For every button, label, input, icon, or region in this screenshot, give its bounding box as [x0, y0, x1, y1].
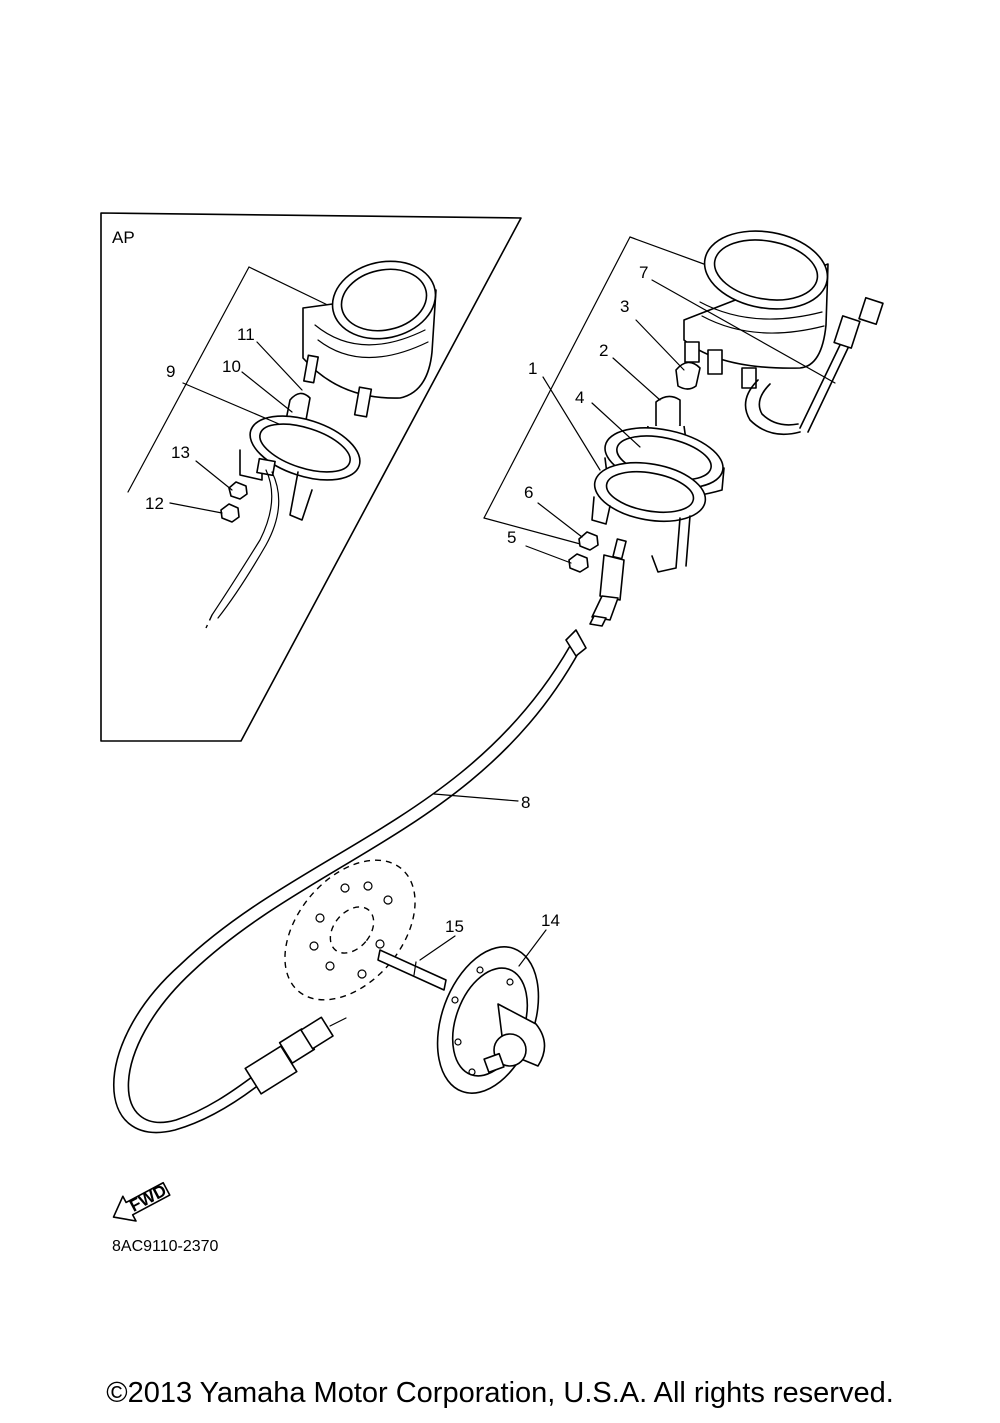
speedometer-cable	[112, 629, 587, 1134]
callout-1: 1	[528, 359, 537, 378]
fwd-label: FWD	[126, 1181, 169, 1216]
callout-2: 2	[599, 341, 608, 360]
fwd-arrow-icon: FWD	[112, 1181, 171, 1222]
callout-labels: 1 2 3 4 5 6 7 8 9 10 11 12 13 14 15	[145, 263, 648, 936]
main-meter-assembly	[483, 230, 884, 627]
callout-7: 7	[639, 263, 648, 282]
callout-leaders	[169, 279, 836, 967]
callout-9: 9	[166, 362, 175, 381]
callout-13: 13	[171, 443, 190, 462]
callout-15: 15	[445, 917, 464, 936]
callout-10: 10	[222, 357, 241, 376]
callout-14: 14	[541, 911, 560, 930]
ap-inset-frame: AP	[100, 212, 522, 742]
callout-4: 4	[575, 388, 584, 407]
callout-11: 11	[237, 325, 255, 344]
drive-gear-assembly	[284, 859, 546, 1094]
copyright-notice: ©2013 Yamaha Motor Corporation, U.S.A. A…	[106, 1377, 894, 1409]
callout-6: 6	[524, 483, 533, 502]
callout-12: 12	[145, 494, 164, 513]
inset-label-ap: AP	[112, 228, 135, 247]
callout-8: 8	[521, 793, 530, 812]
callout-5: 5	[507, 528, 516, 547]
ap-meter-assembly	[127, 260, 437, 629]
diagram-code: 8AC9110-2370	[112, 1238, 219, 1255]
callout-3: 3	[620, 297, 629, 316]
